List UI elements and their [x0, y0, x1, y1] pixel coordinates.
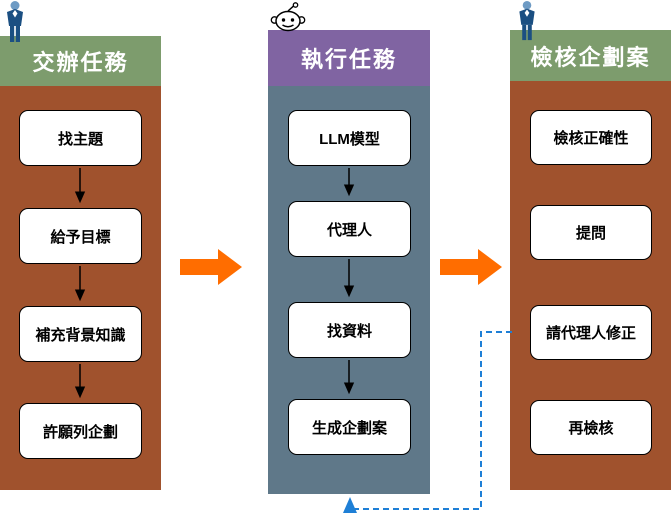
step-give-goal-label: 給予目標	[50, 228, 111, 246]
step-check-accuracy: 檢核正確性	[530, 110, 652, 165]
assign-column-header: 交辦任務	[0, 36, 161, 86]
step-agent-label: 代理人	[326, 221, 372, 239]
step-recheck-label: 再檢核	[568, 420, 614, 437]
step-ask-question: 提問	[530, 205, 652, 260]
step-llm-model-label: LLM模型	[319, 130, 380, 148]
flow-arrow-execute-to-review	[440, 249, 502, 285]
step-find-topic-label: 找主題	[57, 130, 103, 148]
step-find-data: 找資料	[288, 302, 411, 358]
step-request-agent-fix-label: 請代理人修正	[545, 325, 636, 342]
step-background-knowledge: 補充背景知識	[19, 306, 142, 362]
step-check-accuracy-label: 檢核正確性	[553, 130, 629, 147]
execute-column-title: 執行任務	[300, 47, 397, 72]
review-column-header: 檢核企劃案	[510, 30, 671, 81]
step-background-knowledge-label: 補充背景知識	[35, 326, 126, 344]
step-recheck: 再檢核	[530, 400, 652, 455]
step-generate-plan-label: 生成企劃案	[311, 419, 387, 437]
person-icon	[7, 1, 23, 42]
flow-arrow-assign-to-execute	[180, 249, 242, 285]
step-find-data-label: 找資料	[326, 322, 372, 340]
step-agent: 代理人	[288, 201, 411, 257]
step-request-agent-fix: 請代理人修正	[530, 305, 652, 360]
review-column-title: 檢核企劃案	[530, 44, 651, 70]
step-wish-list-plan: 許願列企劃	[19, 403, 142, 459]
step-wish-list-plan-label: 許願列企劃	[42, 423, 118, 441]
step-llm-model: LLM模型	[288, 110, 411, 166]
reddit-alien-icon	[270, 2, 306, 32]
step-find-topic: 找主題	[19, 110, 142, 166]
execute-column-header: 執行任務	[268, 30, 430, 86]
assign-column-title: 交辦任務	[32, 50, 129, 75]
step-generate-plan: 生成企劃案	[288, 399, 411, 455]
person-icon	[519, 0, 535, 41]
step-ask-question-label: 提問	[575, 225, 606, 242]
step-give-goal: 給予目標	[19, 208, 142, 264]
